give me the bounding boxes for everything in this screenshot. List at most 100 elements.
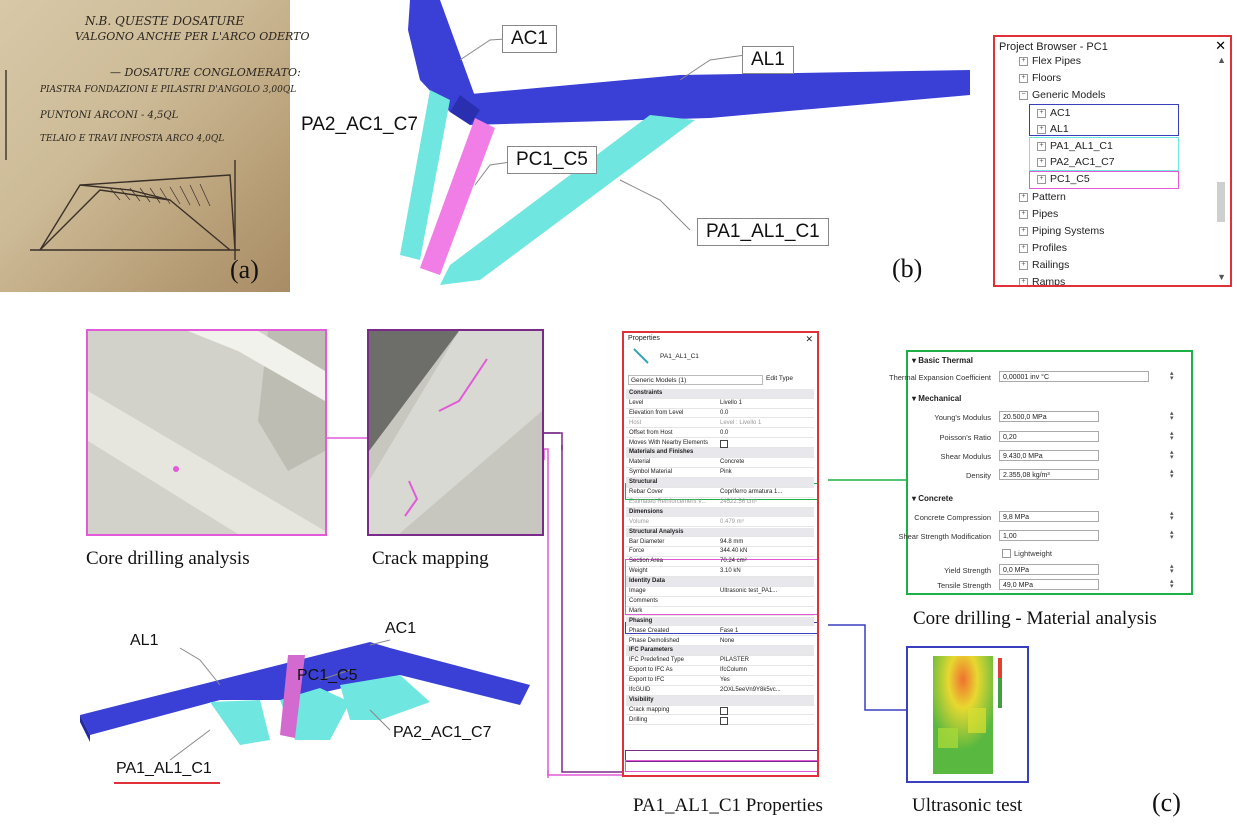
browser-item[interactable]: +PC1_C5 — [1037, 171, 1090, 187]
property-value[interactable]: Livello 1 — [720, 399, 743, 406]
youngs-modulus-field[interactable]: 20.500,0 MPa — [999, 411, 1099, 422]
spinner-icon[interactable]: ▴▾ — [1170, 510, 1174, 522]
shear-modulus-field[interactable]: 9.430,0 MPa — [999, 450, 1099, 461]
property-value[interactable]: 0.479 m³ — [720, 518, 744, 525]
compression-field[interactable]: 9,8 MPa — [999, 511, 1099, 522]
label-pa1: PA1_AL1_C1 — [116, 760, 212, 777]
property-group[interactable]: Structural — [626, 478, 814, 488]
property-key: Dimensions — [629, 508, 664, 515]
property-value[interactable]: 70.24 cm² — [720, 558, 747, 565]
browser-item[interactable]: +AC1 — [1037, 105, 1070, 121]
density-field[interactable]: 2.355,08 kg/m³ — [999, 469, 1099, 480]
property-row: Crack mapping — [626, 706, 814, 716]
element-pc1-bottom — [280, 655, 305, 738]
property-group[interactable]: Dimensions — [626, 507, 814, 518]
property-group[interactable]: Structural Analysis — [626, 527, 814, 538]
close-icon[interactable]: ✕ — [1215, 38, 1226, 53]
property-value[interactable]: Yes — [720, 677, 730, 684]
property-value[interactable]: 24522.56 cm³ — [720, 498, 757, 505]
property-value[interactable]: 0.0 — [720, 429, 729, 436]
browser-item[interactable]: +PA1_AL1_C1 — [1037, 138, 1113, 154]
project-browser[interactable]: Project Browser - PC1 ✕ ▲ ▼ +Flex Pipes … — [993, 35, 1232, 287]
edit-type-button[interactable]: Edit Type — [766, 375, 793, 382]
spinner-icon[interactable]: ▴▾ — [1170, 449, 1174, 461]
property-group[interactable]: Constraints — [626, 389, 814, 399]
property-value[interactable]: 94.8 mm — [720, 538, 744, 545]
spinner-icon[interactable]: ▴▾ — [1170, 410, 1174, 422]
spinner-icon[interactable]: ▴▾ — [1170, 430, 1174, 442]
property-value[interactable]: 3.10 kN — [720, 568, 741, 575]
property-key: Comments — [629, 597, 659, 604]
property-group[interactable]: Identity Data — [626, 577, 814, 587]
spinner-icon[interactable]: ▴▾ — [1170, 563, 1174, 575]
poisson-field[interactable]: 0,20 — [999, 431, 1099, 442]
sketch-note: TELAIO E TRAVI INFOSTA ARCO 4,0QL — [40, 134, 225, 144]
browser-item[interactable]: +Profiles — [1019, 240, 1067, 256]
shear-strength-field[interactable]: 1,00 — [999, 530, 1099, 541]
sketch-note: PIASTRA FONDAZIONI E PILASTRI D'ANGOLO 3… — [40, 85, 297, 95]
browser-item[interactable]: +Piping Systems — [1019, 223, 1104, 239]
property-value[interactable]: 2OXL5eeVn9Y8k5vc... — [720, 687, 781, 693]
property-checkbox[interactable] — [720, 439, 728, 448]
material-analysis-panel[interactable]: ▾ Basic Thermal Thermal Expansion Coeffi… — [889, 350, 1193, 595]
element-pc1 — [420, 118, 495, 275]
spinner-icon[interactable]: ▴▾ — [1170, 529, 1174, 541]
scroll-down-icon[interactable]: ▼ — [1217, 272, 1226, 282]
property-key: Host — [629, 419, 642, 426]
browser-title: Project Browser - PC1 — [999, 41, 1108, 53]
property-value[interactable]: Level : Livello 1 — [720, 419, 762, 426]
property-key: Phase Created — [629, 627, 670, 634]
browser-item[interactable]: +Pattern — [1019, 189, 1066, 205]
property-checkbox[interactable] — [720, 716, 728, 725]
property-value[interactable]: Ultrasonic test_PA1... — [720, 588, 778, 594]
property-checkbox[interactable] — [720, 706, 728, 715]
thermal-coef-field[interactable]: 0,00001 inv °C — [999, 371, 1149, 382]
property-value[interactable]: PILASTER — [720, 657, 750, 664]
spinner-icon[interactable]: ▴▾ — [1170, 578, 1174, 590]
sketch-note: — DOSATURE CONGLOMERATO: — [110, 66, 301, 79]
property-key: Export to IFC As — [629, 667, 673, 674]
tensile-strength-field[interactable]: 49,0 MPa — [999, 579, 1099, 590]
property-key: Estimated Reinforcement V... — [629, 498, 707, 505]
property-group[interactable]: Materials and Finishes — [626, 448, 814, 459]
browser-item[interactable]: +AL1 — [1037, 121, 1069, 137]
scrollbar-thumb[interactable] — [1217, 182, 1225, 222]
property-group[interactable]: Visibility — [626, 695, 814, 706]
close-icon[interactable]: ✕ — [805, 334, 813, 344]
browser-item[interactable]: +Floors — [1019, 70, 1061, 86]
browser-item[interactable]: +Flex Pipes — [1019, 53, 1081, 69]
property-group[interactable]: Phasing — [626, 616, 814, 627]
property-value[interactable]: 0.0 — [720, 409, 729, 416]
scroll-up-icon[interactable]: ▲ — [1217, 55, 1226, 65]
type-selector[interactable]: Generic Models (1) — [628, 375, 763, 385]
property-value[interactable]: Pink — [720, 469, 732, 476]
property-value[interactable]: 344.40 kN — [720, 548, 748, 555]
caption-crack: Crack mapping — [372, 548, 489, 569]
tag-pa2: PA2_AC1_C7 — [301, 114, 418, 135]
browser-item[interactable]: +Railings — [1019, 257, 1069, 273]
lightweight-checkbox[interactable] — [1002, 549, 1011, 558]
spinner-icon[interactable]: ▴▾ — [1170, 370, 1174, 382]
element-thumbnail-icon — [632, 347, 650, 365]
browser-item[interactable]: +Ramps — [1019, 274, 1065, 285]
property-key: Volume — [629, 518, 650, 525]
spinner-icon[interactable]: ▴▾ — [1170, 468, 1174, 480]
property-value[interactable]: Fase 1 — [720, 627, 739, 634]
property-value[interactable]: Concrete — [720, 459, 745, 466]
property-value[interactable]: IfcColumn — [720, 667, 748, 674]
label-al1: AL1 — [130, 632, 159, 649]
browser-item[interactable]: −Generic Models — [1019, 87, 1106, 103]
property-key: Crack mapping — [629, 706, 670, 713]
property-group[interactable]: IFC Parameters — [626, 646, 814, 657]
core-drilling-image — [88, 331, 325, 534]
browser-item[interactable]: +PA2_AC1_C7 — [1037, 154, 1115, 170]
browser-item[interactable]: +Pipes — [1019, 206, 1058, 222]
property-value[interactable]: Copriferro armatura 1... — [720, 489, 783, 495]
yield-strength-field[interactable]: 0,0 MPa — [999, 564, 1099, 575]
property-value[interactable]: None — [720, 637, 735, 644]
properties-panel[interactable]: Properties ✕ PA1_AL1_C1 Generic Models (… — [622, 331, 819, 777]
